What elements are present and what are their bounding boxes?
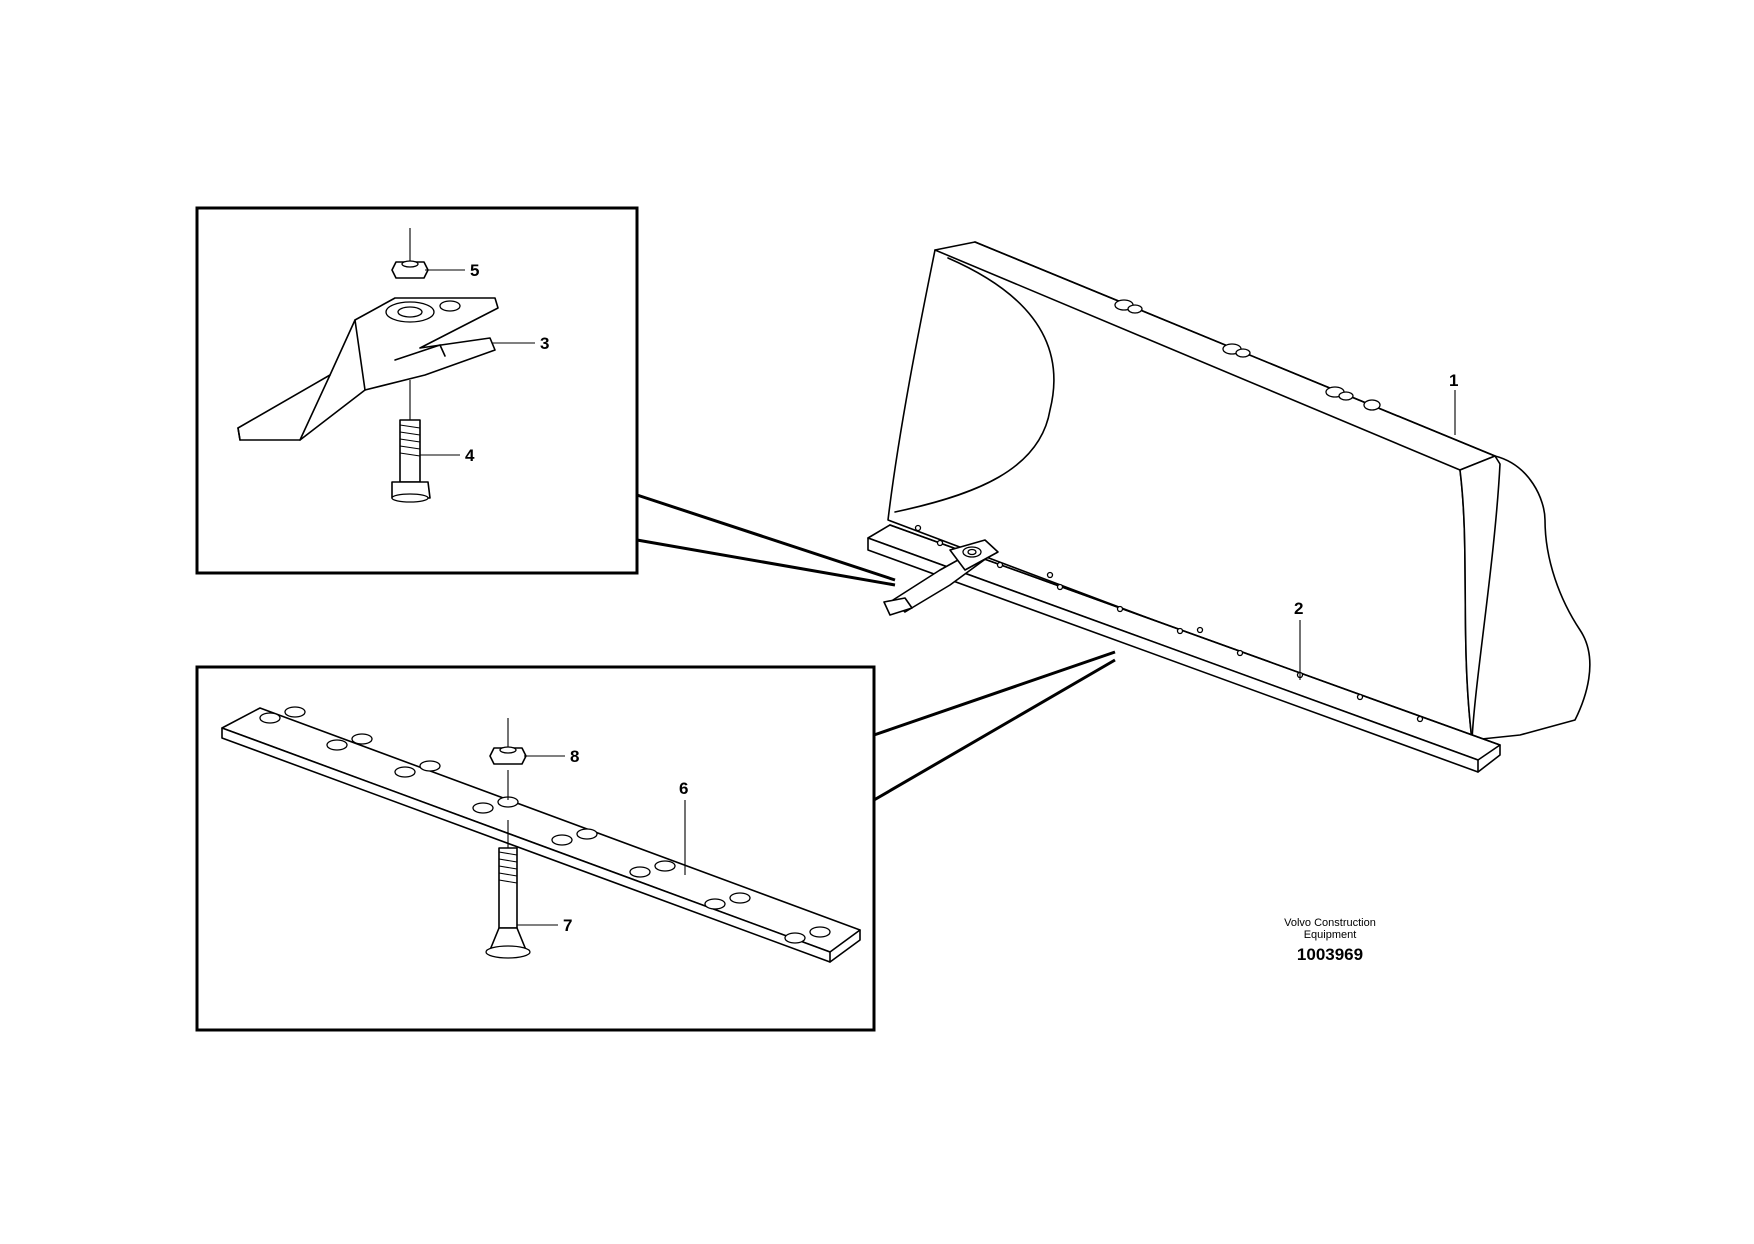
document-number: 1003969 — [1297, 945, 1363, 964]
nut-5 — [391, 228, 465, 279]
bolt-7 — [485, 770, 558, 959]
callout-8: 8 — [570, 747, 579, 766]
callout-2: 2 — [1294, 599, 1303, 618]
edge-bar-6 — [221, 706, 861, 963]
edge-detail-panel: 6 8 7 — [195, 650, 1116, 1032]
edge-tooth — [883, 539, 999, 616]
credit-block: Volvo Construction Equipment 1003969 — [1284, 917, 1376, 964]
bar-holes — [259, 706, 831, 944]
tooth-detail-panel: 5 3 — [195, 206, 896, 587]
callout-4: 4 — [465, 446, 475, 465]
credit-line-1: Volvo Construction — [1284, 917, 1376, 929]
bolt-4 — [391, 380, 460, 503]
callout-3: 3 — [540, 334, 549, 353]
top-bolts — [1114, 299, 1381, 411]
callout-5: 5 — [470, 261, 479, 280]
callout-7: 7 — [563, 916, 572, 935]
tooth-3 — [237, 297, 535, 441]
callout-1: 1 — [1449, 371, 1458, 390]
bucket-drawing — [867, 241, 1591, 773]
callout-6: 6 — [679, 779, 688, 798]
nut-8 — [489, 718, 565, 765]
cutting-edge — [867, 524, 1501, 773]
credit-line-2: Equipment — [1304, 929, 1357, 941]
